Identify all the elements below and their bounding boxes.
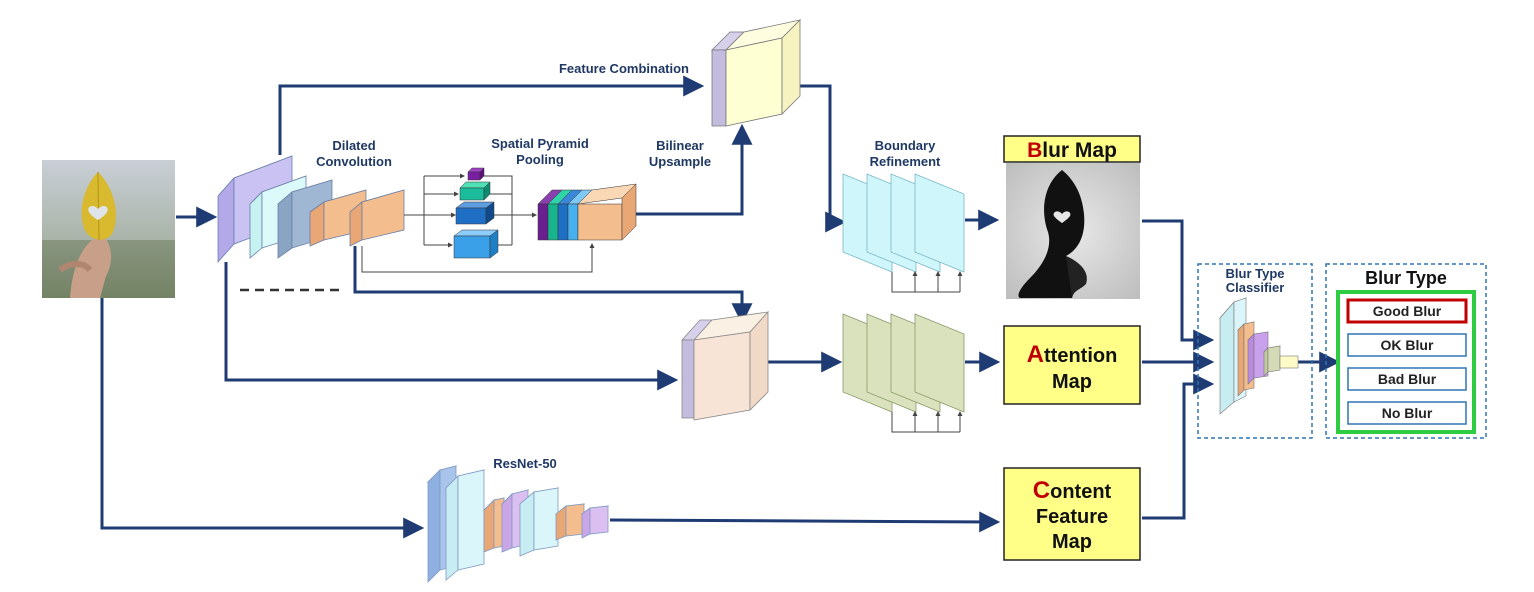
input-image xyxy=(42,160,175,298)
feature-combination-label: Feature Combination xyxy=(559,61,689,76)
dilated-label-line1: Dilated xyxy=(332,138,375,153)
connectors xyxy=(100,75,1341,539)
blur-type-option-box xyxy=(1347,367,1467,391)
feature-combination-block xyxy=(711,19,802,127)
blur-type-option-label: Bad Blur xyxy=(1378,371,1437,387)
blur-type-option-box xyxy=(1347,401,1467,425)
blur-map-panel: Blur Map xyxy=(1003,135,1141,299)
attention-skip-lines xyxy=(891,411,963,433)
classifier-layers xyxy=(1219,297,1299,415)
blur-type-option-box xyxy=(1346,298,1468,324)
diagram-labels: Feature Combination Dilated Convolution … xyxy=(316,61,941,471)
content-feature-map-box: Content Feature Map xyxy=(1003,467,1141,561)
bilinear-label-line2: Upsample xyxy=(649,154,711,169)
boundary-label-line2: Refinement xyxy=(870,154,941,169)
spp-label-line2: Pooling xyxy=(516,152,564,167)
attention-map-line1: Attention xyxy=(1027,341,1118,368)
attention-map-box: Attention Map xyxy=(1003,325,1141,405)
blur-type-option-label: No Blur xyxy=(1382,405,1433,421)
content-map-line2: Feature xyxy=(1036,506,1108,528)
boundary-refinement-stack xyxy=(842,173,965,273)
classifier-label-line2: Classifier xyxy=(1226,280,1285,295)
resnet-label: ResNet-50 xyxy=(493,456,557,471)
dilated-convolution-stack xyxy=(217,155,405,264)
spp-label-line1: Spatial Pyramid xyxy=(491,136,589,151)
bilinear-label-line1: Bilinear xyxy=(656,138,704,153)
content-map-line1: Content xyxy=(1033,477,1112,504)
content-map-line3: Map xyxy=(1052,531,1092,553)
attention-feature-block xyxy=(681,310,770,421)
spatial-pyramid-pooling xyxy=(361,167,637,273)
boundary-label-line1: Boundary xyxy=(875,138,936,153)
boundary-skip-lines xyxy=(891,271,963,293)
dilated-label-line2: Convolution xyxy=(316,154,392,169)
resnet-50-stack xyxy=(426,465,610,583)
attention-map-line2: Map xyxy=(1052,371,1092,393)
blur-type-title: Blur Type xyxy=(1365,268,1447,288)
blur-type-classifier-panel: Blur Type Classifier xyxy=(1197,263,1313,439)
classifier-label-line1: Blur Type xyxy=(1226,266,1285,281)
blur-type-option-box xyxy=(1347,333,1467,357)
blur-type-option-label: OK Blur xyxy=(1381,337,1434,353)
blur-map-image xyxy=(1018,170,1087,298)
attention-conv-stack xyxy=(842,313,965,413)
blur-map-title: Blur Map xyxy=(1027,139,1117,162)
blur-type-option-label: Good Blur xyxy=(1373,303,1442,319)
